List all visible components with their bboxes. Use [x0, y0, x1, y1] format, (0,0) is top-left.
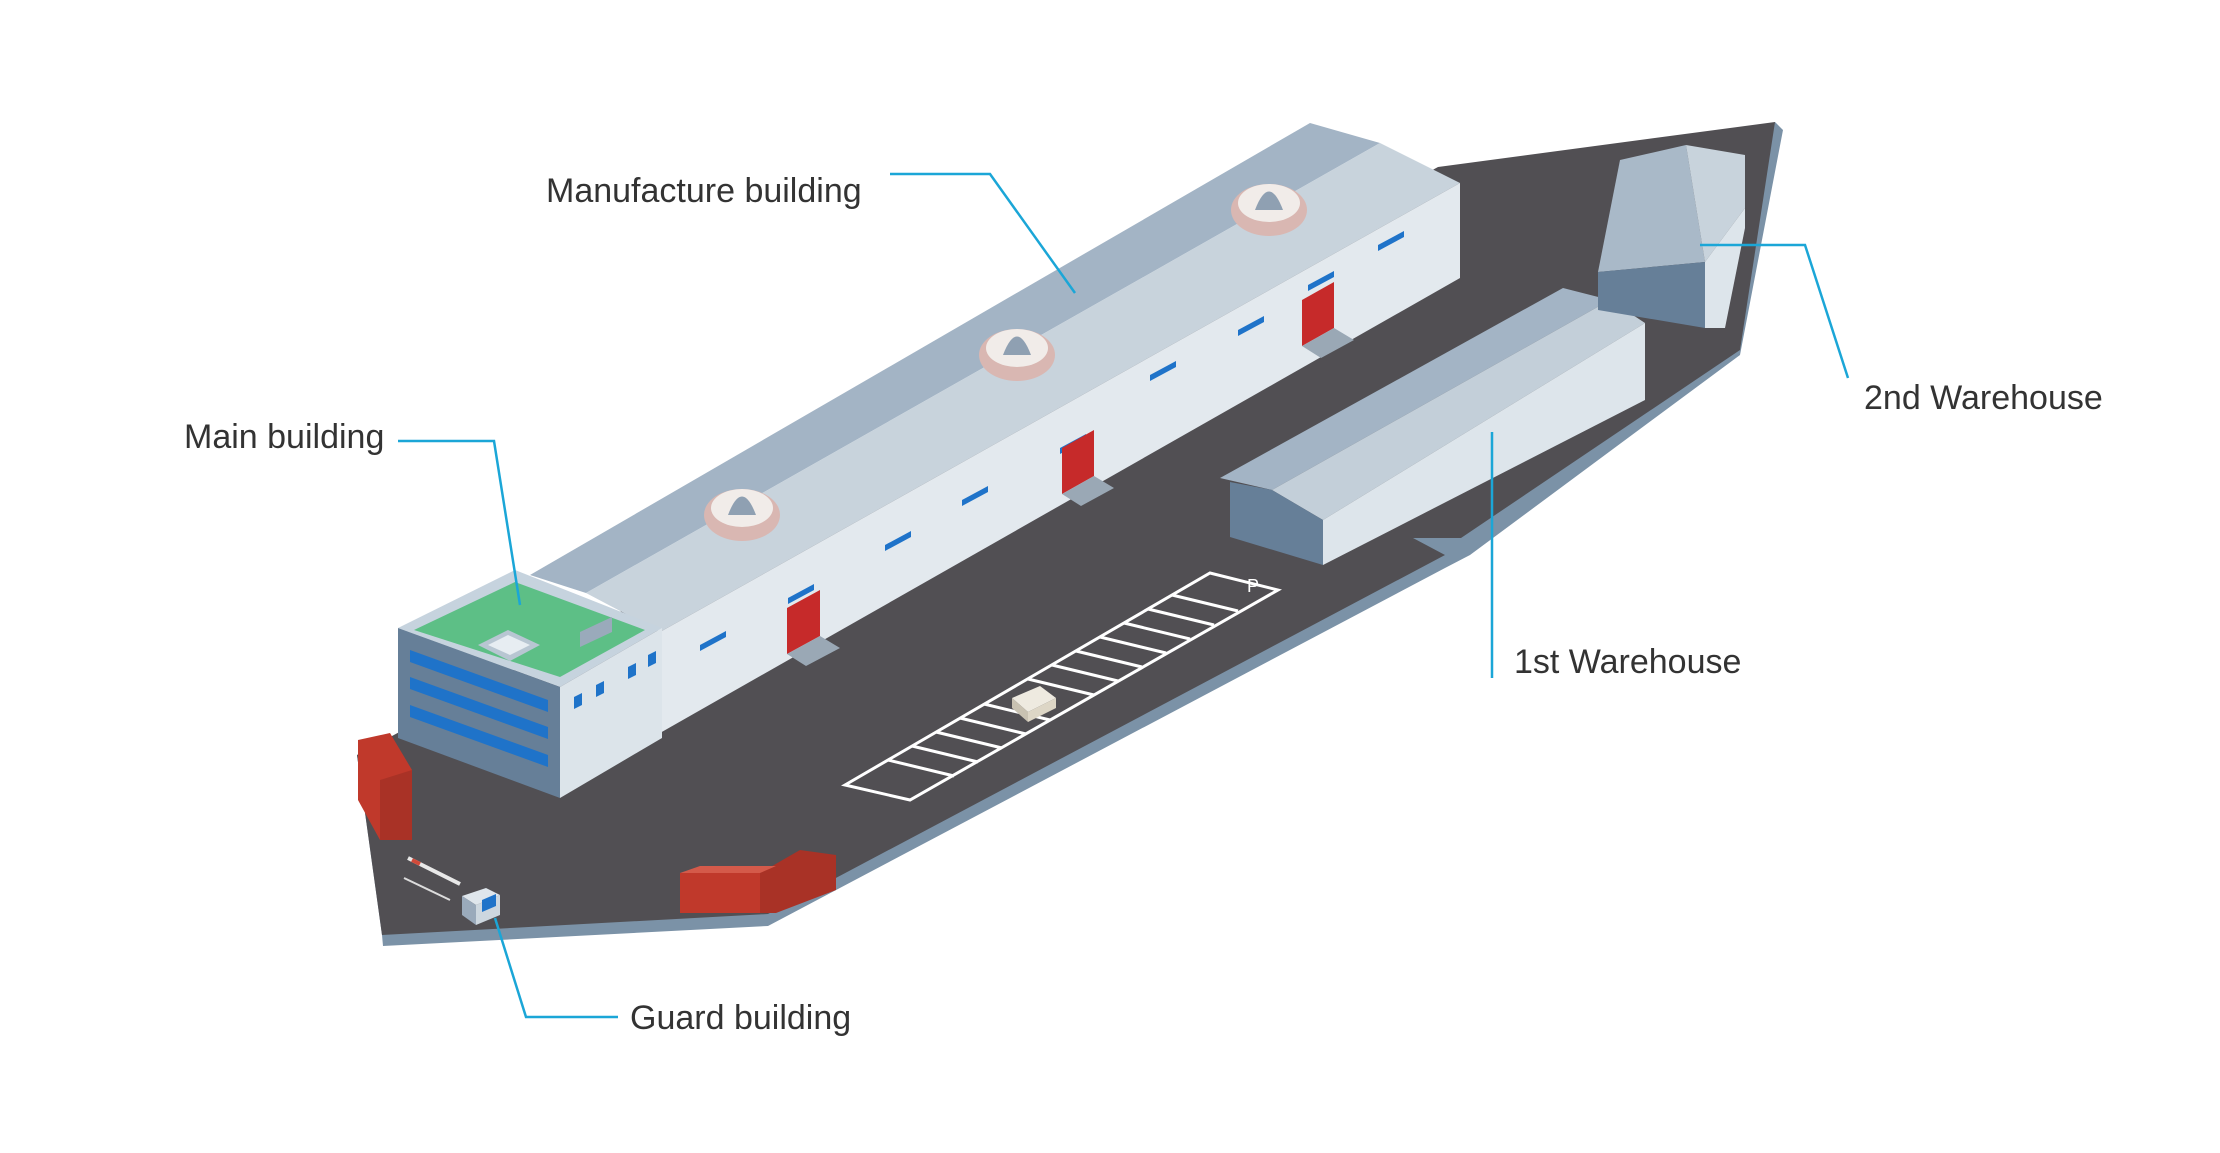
- warehouse2-roof-back: [1598, 145, 1705, 272]
- first-warehouse: [1220, 288, 1645, 565]
- window: [885, 531, 911, 551]
- leader-line-main: [398, 439, 522, 606]
- leader-line-second-warehouse: [1700, 243, 1850, 379]
- window: [1378, 231, 1404, 251]
- main-side-windows: [574, 651, 656, 709]
- ground-plate: [357, 122, 1783, 946]
- window: [1308, 271, 1334, 291]
- label-manufacture-building: Manufacture building: [546, 172, 862, 210]
- rooftop-unit: [488, 635, 530, 655]
- window-band: [410, 705, 548, 767]
- loading-dock: [1302, 328, 1354, 358]
- main-building: [398, 570, 662, 798]
- parking-divider: [1027, 677, 1095, 697]
- loading-dock: [1062, 476, 1114, 506]
- loading-dock: [787, 636, 840, 666]
- manufacture-roof-front: [586, 143, 1460, 632]
- window: [700, 631, 726, 651]
- warehouse1-front-wall: [1323, 323, 1645, 565]
- warehouse2-side-wall: [1705, 208, 1745, 328]
- leader-lines: [398, 172, 1850, 1019]
- label-second-warehouse: 2nd Warehouse: [1864, 379, 2103, 417]
- parking-stall: [959, 716, 1027, 736]
- roof-ventilator: [979, 329, 1055, 381]
- parking-stall: [1147, 607, 1215, 627]
- main-windows: [410, 650, 548, 767]
- warehouse1-roof-front: [1272, 300, 1645, 520]
- warehouse2-roof-front: [1686, 145, 1745, 262]
- main-right-wall: [560, 628, 662, 798]
- window: [962, 486, 988, 506]
- container-stack-bottom: [680, 850, 836, 913]
- loading-door: [1062, 430, 1094, 494]
- warehouse1-gable: [1230, 482, 1323, 565]
- window: [1238, 316, 1264, 336]
- leader-line-manufacture: [890, 172, 1077, 294]
- window: [788, 584, 814, 604]
- parking-stall: [1171, 593, 1239, 613]
- window: [1150, 361, 1176, 381]
- parking-stall: [1075, 649, 1143, 669]
- window-band: [410, 677, 548, 739]
- label-guard-building: Guard building: [630, 999, 851, 1037]
- manufacture-building: [530, 123, 1460, 733]
- parking-stall: [1099, 635, 1167, 655]
- label-main-building: Main building: [184, 418, 384, 456]
- window: [648, 651, 656, 667]
- parking-stall: [887, 758, 955, 778]
- loading-door: [1302, 282, 1334, 346]
- window: [574, 693, 582, 709]
- rooftop-box: [580, 617, 612, 647]
- roof-ventilator: [1231, 184, 1307, 236]
- roof-ventilator: [704, 489, 780, 541]
- warehouse1-roof-back: [1220, 288, 1610, 490]
- guard-building: [462, 888, 500, 925]
- parking-stall: [911, 744, 979, 764]
- delivery-truck: [1012, 686, 1056, 722]
- ground-top: [357, 122, 1775, 935]
- parking-lot: [840, 571, 1282, 802]
- leader-line-guard: [493, 917, 618, 1019]
- manufacture-loading-doors: [787, 282, 1354, 666]
- gate-barrier: [403, 856, 461, 901]
- window: [596, 681, 604, 697]
- container-stack-left: [358, 733, 412, 840]
- second-warehouse: [1598, 145, 1745, 328]
- manufacture-roof-back: [530, 123, 1380, 593]
- parking-stall: [1051, 663, 1119, 683]
- parking-stall: [935, 730, 1003, 750]
- parking-stall: [1123, 621, 1191, 641]
- warehouse2-front-wall: [1598, 262, 1705, 328]
- label-first-warehouse: 1st Warehouse: [1514, 643, 1741, 681]
- loading-door: [787, 590, 820, 654]
- parking-sign: P: [1247, 576, 1259, 596]
- window-band: [410, 650, 548, 712]
- main-green-roof: [414, 582, 645, 677]
- parking-outline: [840, 571, 1282, 802]
- window: [628, 663, 636, 679]
